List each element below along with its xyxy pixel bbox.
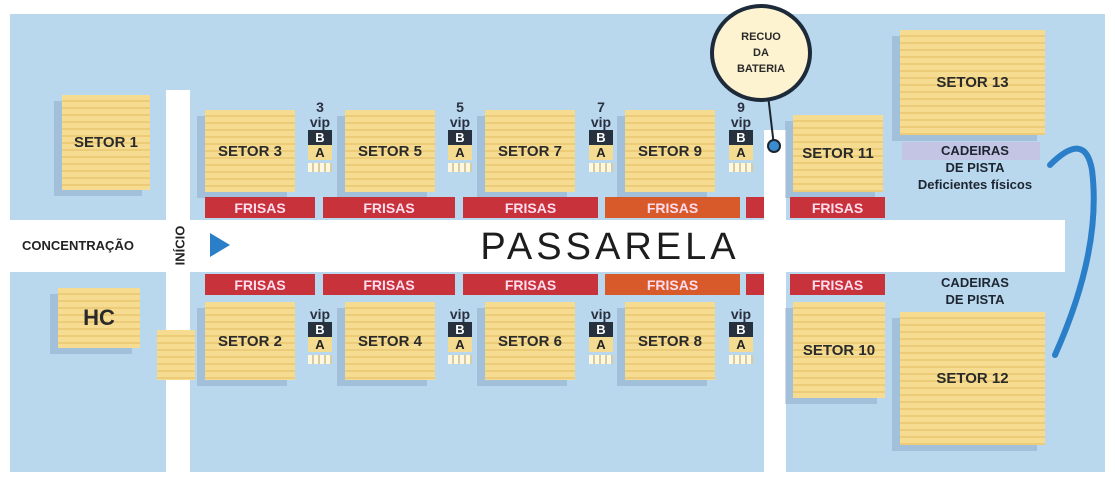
vip-label: vip — [590, 114, 612, 130]
frisas-top-1[interactable]: FRISAS — [205, 197, 315, 218]
vip-a: A — [448, 145, 472, 160]
sector-8[interactable]: SETOR 8 — [625, 302, 715, 380]
vip-seats — [589, 163, 613, 172]
vip-seats — [308, 355, 332, 364]
vip-seats — [729, 355, 753, 364]
vip-number: 9 — [737, 99, 745, 115]
vip-number: 7 — [597, 99, 605, 115]
runway-label: PASSARELA — [480, 226, 740, 268]
sector-12[interactable]: SETOR 12 — [900, 312, 1045, 445]
accessible-track-chairs-label: CADEIRAS DE PISTA Deficientes físicos — [890, 142, 1060, 193]
frisas-bottom-6[interactable]: FRISAS — [790, 274, 885, 295]
vip-seats — [589, 355, 613, 364]
vip-number: 5 — [456, 99, 464, 115]
vip-b: B — [729, 130, 753, 145]
battery-street — [764, 130, 786, 472]
vip-a: A — [589, 337, 613, 352]
track-chairs-label: CADEIRAS DE PISTA — [920, 274, 1030, 308]
frisas-bottom-1[interactable]: FRISAS — [205, 274, 315, 295]
vip-seats — [308, 163, 332, 172]
callout-line: DA — [753, 47, 769, 59]
sector-13[interactable]: SETOR 13 — [900, 30, 1045, 135]
battery-recess-callout: RECUO DA BATERIA — [710, 4, 812, 102]
callout-line: RECUO — [741, 31, 781, 43]
frisas-top-5[interactable] — [746, 197, 764, 218]
sector-5[interactable]: SETOR 5 — [345, 110, 435, 192]
track-curve — [1047, 145, 1097, 358]
hc-area[interactable]: HC — [58, 288, 140, 348]
vip-seats — [729, 163, 753, 172]
sector-9[interactable]: SETOR 9 — [625, 110, 715, 192]
start-street — [166, 90, 190, 472]
vip-a: A — [448, 337, 472, 352]
sector-2[interactable]: SETOR 2 — [205, 302, 295, 380]
accessible-chairs-band — [902, 142, 1040, 160]
sector-10[interactable]: SETOR 10 — [793, 302, 885, 398]
vip-a: A — [308, 337, 332, 352]
vip-a: A — [589, 145, 613, 160]
sector-11[interactable]: SETOR 11 — [793, 115, 883, 192]
small-block — [157, 330, 195, 380]
vip-seats — [448, 355, 472, 364]
frisas-bottom-5[interactable] — [746, 274, 764, 295]
vip-b: B — [729, 322, 753, 337]
vip-label: vip — [309, 306, 331, 322]
vip-label: vip — [449, 306, 471, 322]
vip-b: B — [448, 322, 472, 337]
battery-recess-pointer — [767, 94, 781, 153]
vip-a: A — [308, 145, 332, 160]
sector-7[interactable]: SETOR 7 — [485, 110, 575, 192]
label-line: Deficientes físicos — [917, 177, 1033, 192]
label-line: CADEIRAS — [941, 275, 1009, 290]
vip-seats — [448, 163, 472, 172]
vip-b: B — [308, 130, 332, 145]
vip-a: A — [729, 337, 753, 352]
vip-b: B — [448, 130, 472, 145]
label-line: CADEIRAS — [941, 143, 1009, 158]
frisas-top-6[interactable]: FRISAS — [790, 197, 885, 218]
vip-b: B — [589, 322, 613, 337]
vip-number: 3 — [316, 99, 324, 115]
concentration-label: CONCENTRAÇÃO — [22, 238, 134, 253]
frisas-top-4[interactable]: FRISAS — [605, 197, 740, 218]
frisas-top-2[interactable]: FRISAS — [323, 197, 455, 218]
vip-b: B — [308, 322, 332, 337]
frisas-bottom-4[interactable]: FRISAS — [605, 274, 740, 295]
sector-4[interactable]: SETOR 4 — [345, 302, 435, 380]
callout-line: BATERIA — [736, 63, 786, 75]
vip-label: vip — [449, 114, 471, 130]
direction-arrow-icon — [210, 233, 230, 257]
vip-a: A — [729, 145, 753, 160]
frisas-bottom-2[interactable]: FRISAS — [323, 274, 455, 295]
vip-label: vip — [590, 306, 612, 322]
start-label: INÍCIO — [172, 225, 188, 266]
label-line: DE PISTA — [945, 292, 1005, 307]
label-line: DE PISTA — [945, 160, 1005, 175]
vip-label: vip — [309, 114, 331, 130]
vip-b: B — [589, 130, 613, 145]
sector-1[interactable]: SETOR 1 — [62, 95, 150, 190]
sector-6[interactable]: SETOR 6 — [485, 302, 575, 380]
sector-3[interactable]: SETOR 3 — [205, 110, 295, 192]
vip-label: vip — [730, 114, 752, 130]
vip-label: vip — [730, 306, 752, 322]
frisas-top-3[interactable]: FRISAS — [463, 197, 598, 218]
frisas-bottom-3[interactable]: FRISAS — [463, 274, 598, 295]
